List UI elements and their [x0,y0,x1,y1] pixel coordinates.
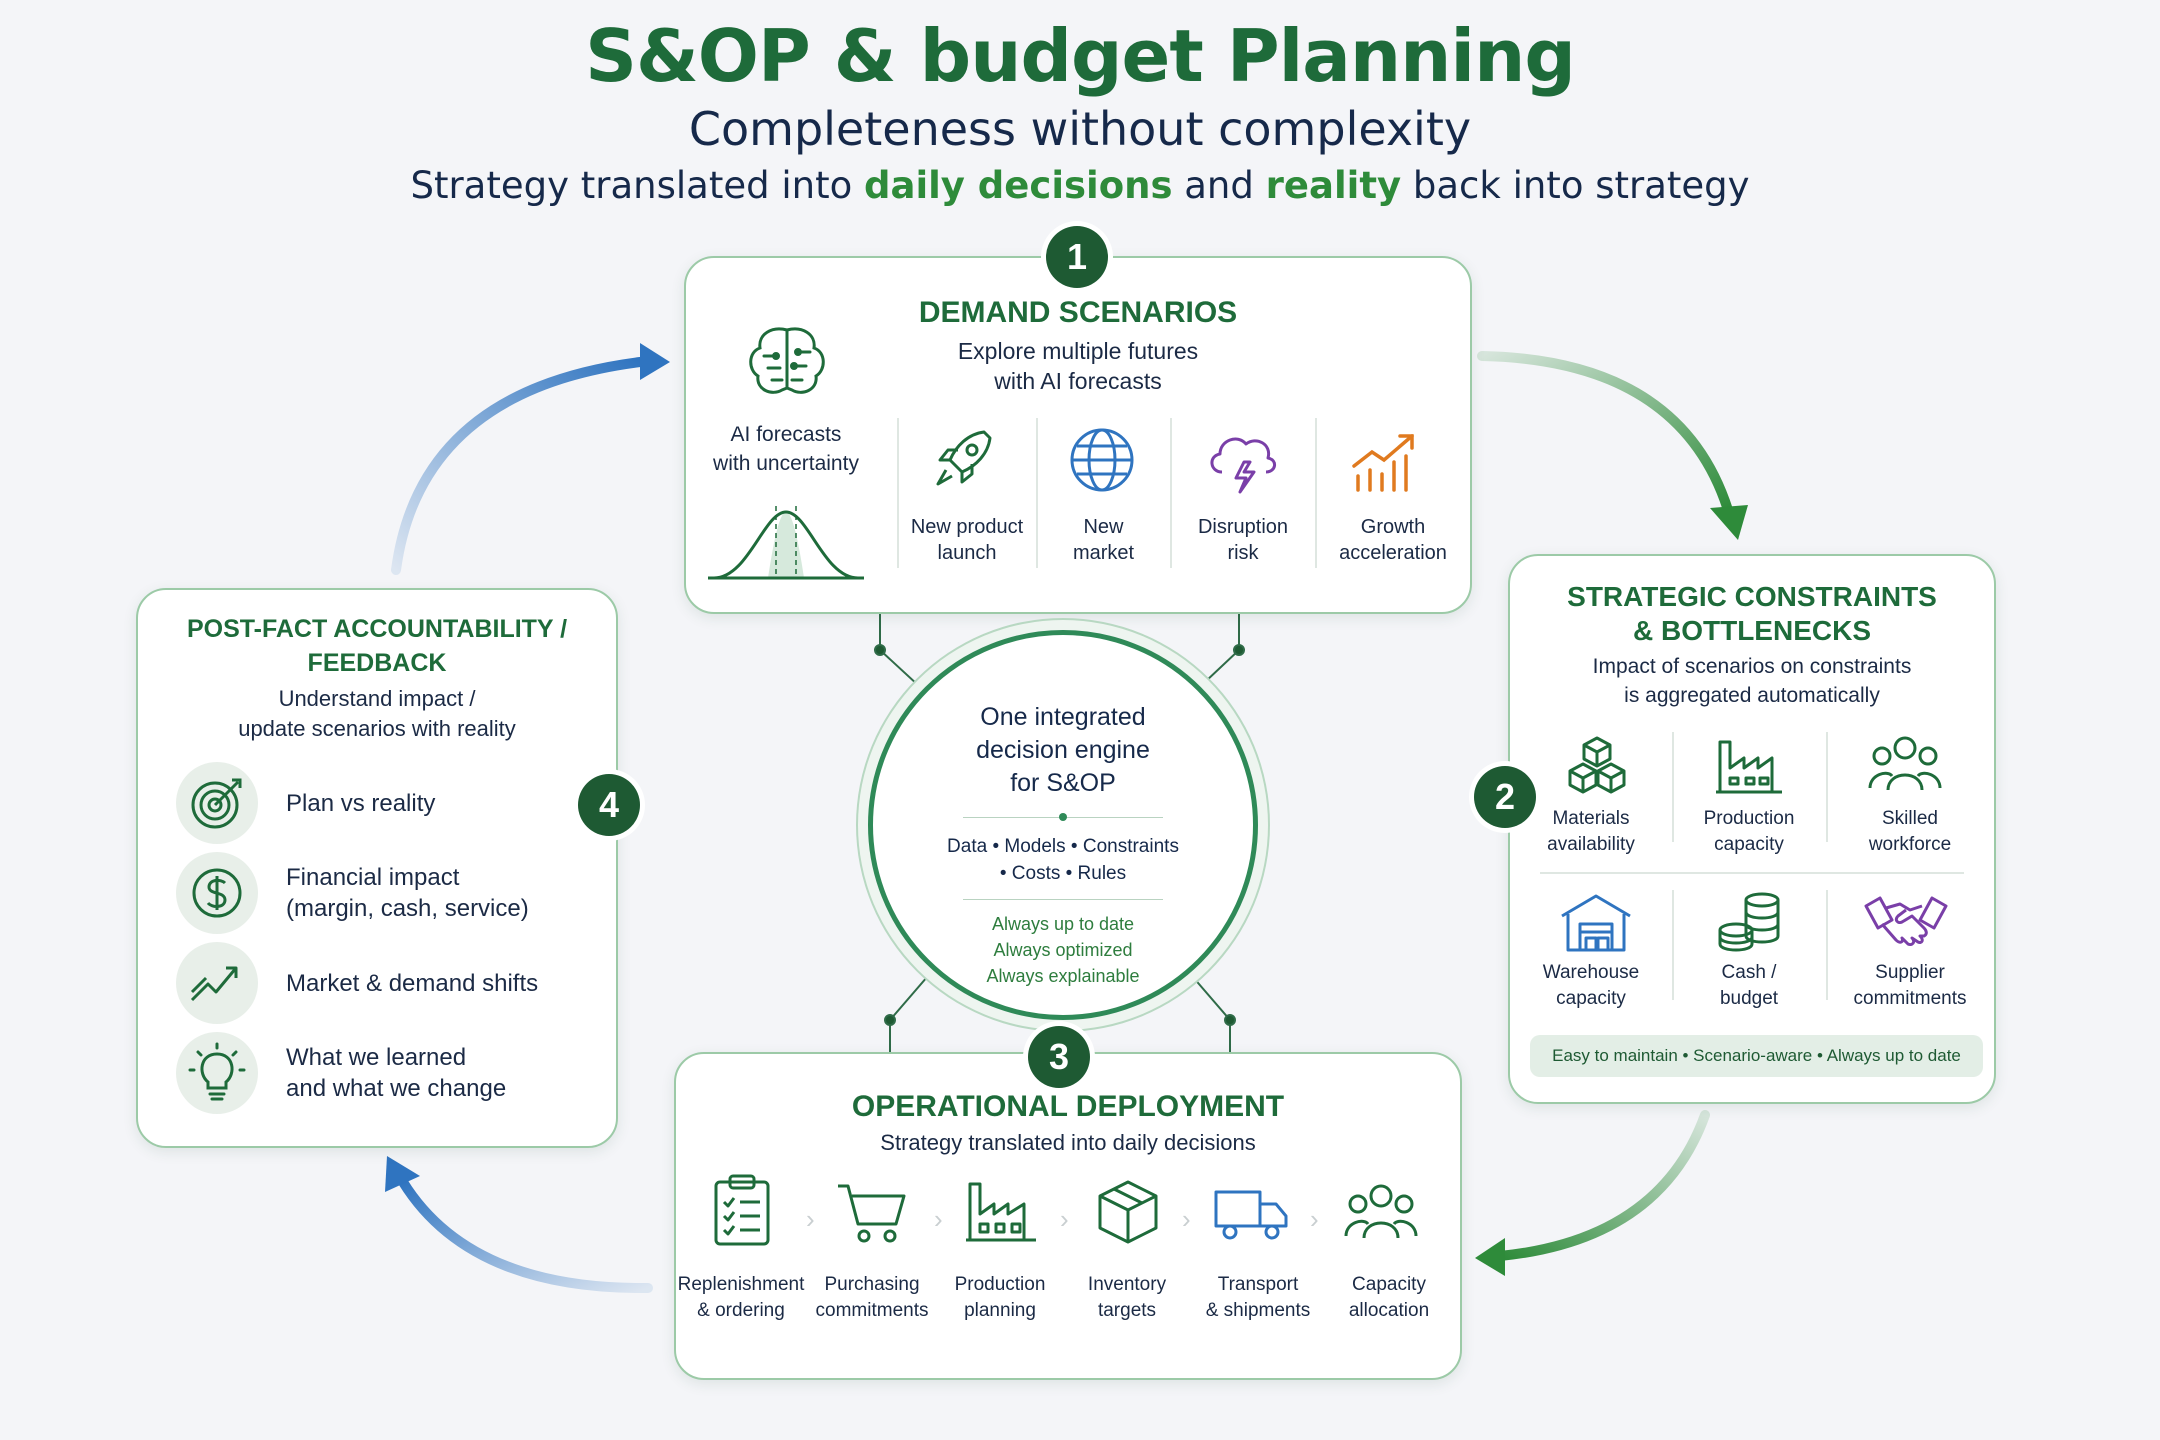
step-badge-4: 4 [578,774,640,836]
constraints-title: STRATEGIC CONSTRAINTS& BOTTLENECKS [1567,581,1937,646]
trend-icon [176,942,258,1024]
boxes-icon [1568,736,1626,794]
step-badge-3: 3 [1028,1026,1090,1088]
target-icon [176,762,258,844]
flow-chevron: › [934,1204,943,1234]
financial-impact-text: Financial impact(margin, cash, service) [286,864,529,922]
coins-icon [1718,892,1780,952]
operations-title: OPERATIONAL DEPLOYMENT [851,1090,1285,1123]
lightbulb-icon [176,1032,258,1114]
storm-cloud-icon [1210,437,1276,494]
cart-icon [838,1184,906,1243]
demand-title: DEMAND SCENARIOS [918,296,1238,329]
cash-budget-label: Cash /budget [1719,962,1779,1009]
brain-icon [749,327,825,394]
clipboard-icon [714,1174,770,1246]
bell-curve-icon [708,506,864,580]
feedback-subtitle: Understand impact /update scenarios with… [238,686,516,741]
step-badge-2: 2 [1474,766,1536,828]
truck-icon [1214,1190,1288,1240]
globe-icon [1070,428,1134,492]
growth-chart-icon [1352,434,1414,492]
box-icon [1098,1180,1158,1244]
dollar-icon [176,852,258,934]
flow-chevron: › [1060,1204,1069,1234]
core-pillars: Data • Models • Constraints• Costs • Rul… [947,836,1179,884]
warehouse-icon [1561,894,1631,952]
people-icon [1344,1184,1418,1239]
flow-chevron: › [806,1204,815,1234]
factory-icon [1716,740,1782,794]
constraints-card: STRATEGIC CONSTRAINTS& BOTTLENECKS Impac… [1508,554,1996,1104]
flow-chevron: › [1310,1204,1319,1234]
arrow-operations-to-feedback [385,1156,653,1294]
operations-subtitle: Strategy translated into daily decisions [880,1130,1256,1155]
page-tagline: Strategy translated into daily decisions… [410,164,1750,207]
transport-label: Transport& shipments [1205,1274,1311,1321]
step-badge-1: 1 [1046,226,1108,288]
arrow-demand-to-constraints [1477,351,1748,540]
feedback-title: POST-FACT ACCOUNTABILITY /FEEDBACK [186,615,568,677]
operations-card: OPERATIONAL DEPLOYMENT Strategy translat… [674,1052,1462,1380]
plan-vs-reality-text: Plan vs reality [286,790,436,817]
handshake-icon [1864,896,1948,946]
arrow-feedback-to-demand [391,343,670,575]
people-icon [1868,736,1942,791]
page-subtitle: Completeness without complexity [688,102,1472,156]
page-title: S&OP & budget Planning [585,14,1576,98]
rocket-icon [936,430,992,486]
flow-chevron: › [1182,1204,1191,1234]
demand-scenarios-card: DEMAND SCENARIOS Explore multiple future… [684,256,1472,614]
factory-icon [966,1182,1036,1242]
feedback-card: POST-FACT ACCOUNTABILITY /FEEDBACK Under… [136,588,618,1148]
constraints-footer: Easy to maintain • Scenario-aware • Alwa… [1530,1035,1983,1077]
core-connectors [874,608,1245,1058]
replenishment-label: Replenishment& ordering [677,1274,805,1321]
market-shifts-text: Market & demand shifts [286,970,539,997]
arrow-constraints-to-operations [1475,1110,1710,1276]
